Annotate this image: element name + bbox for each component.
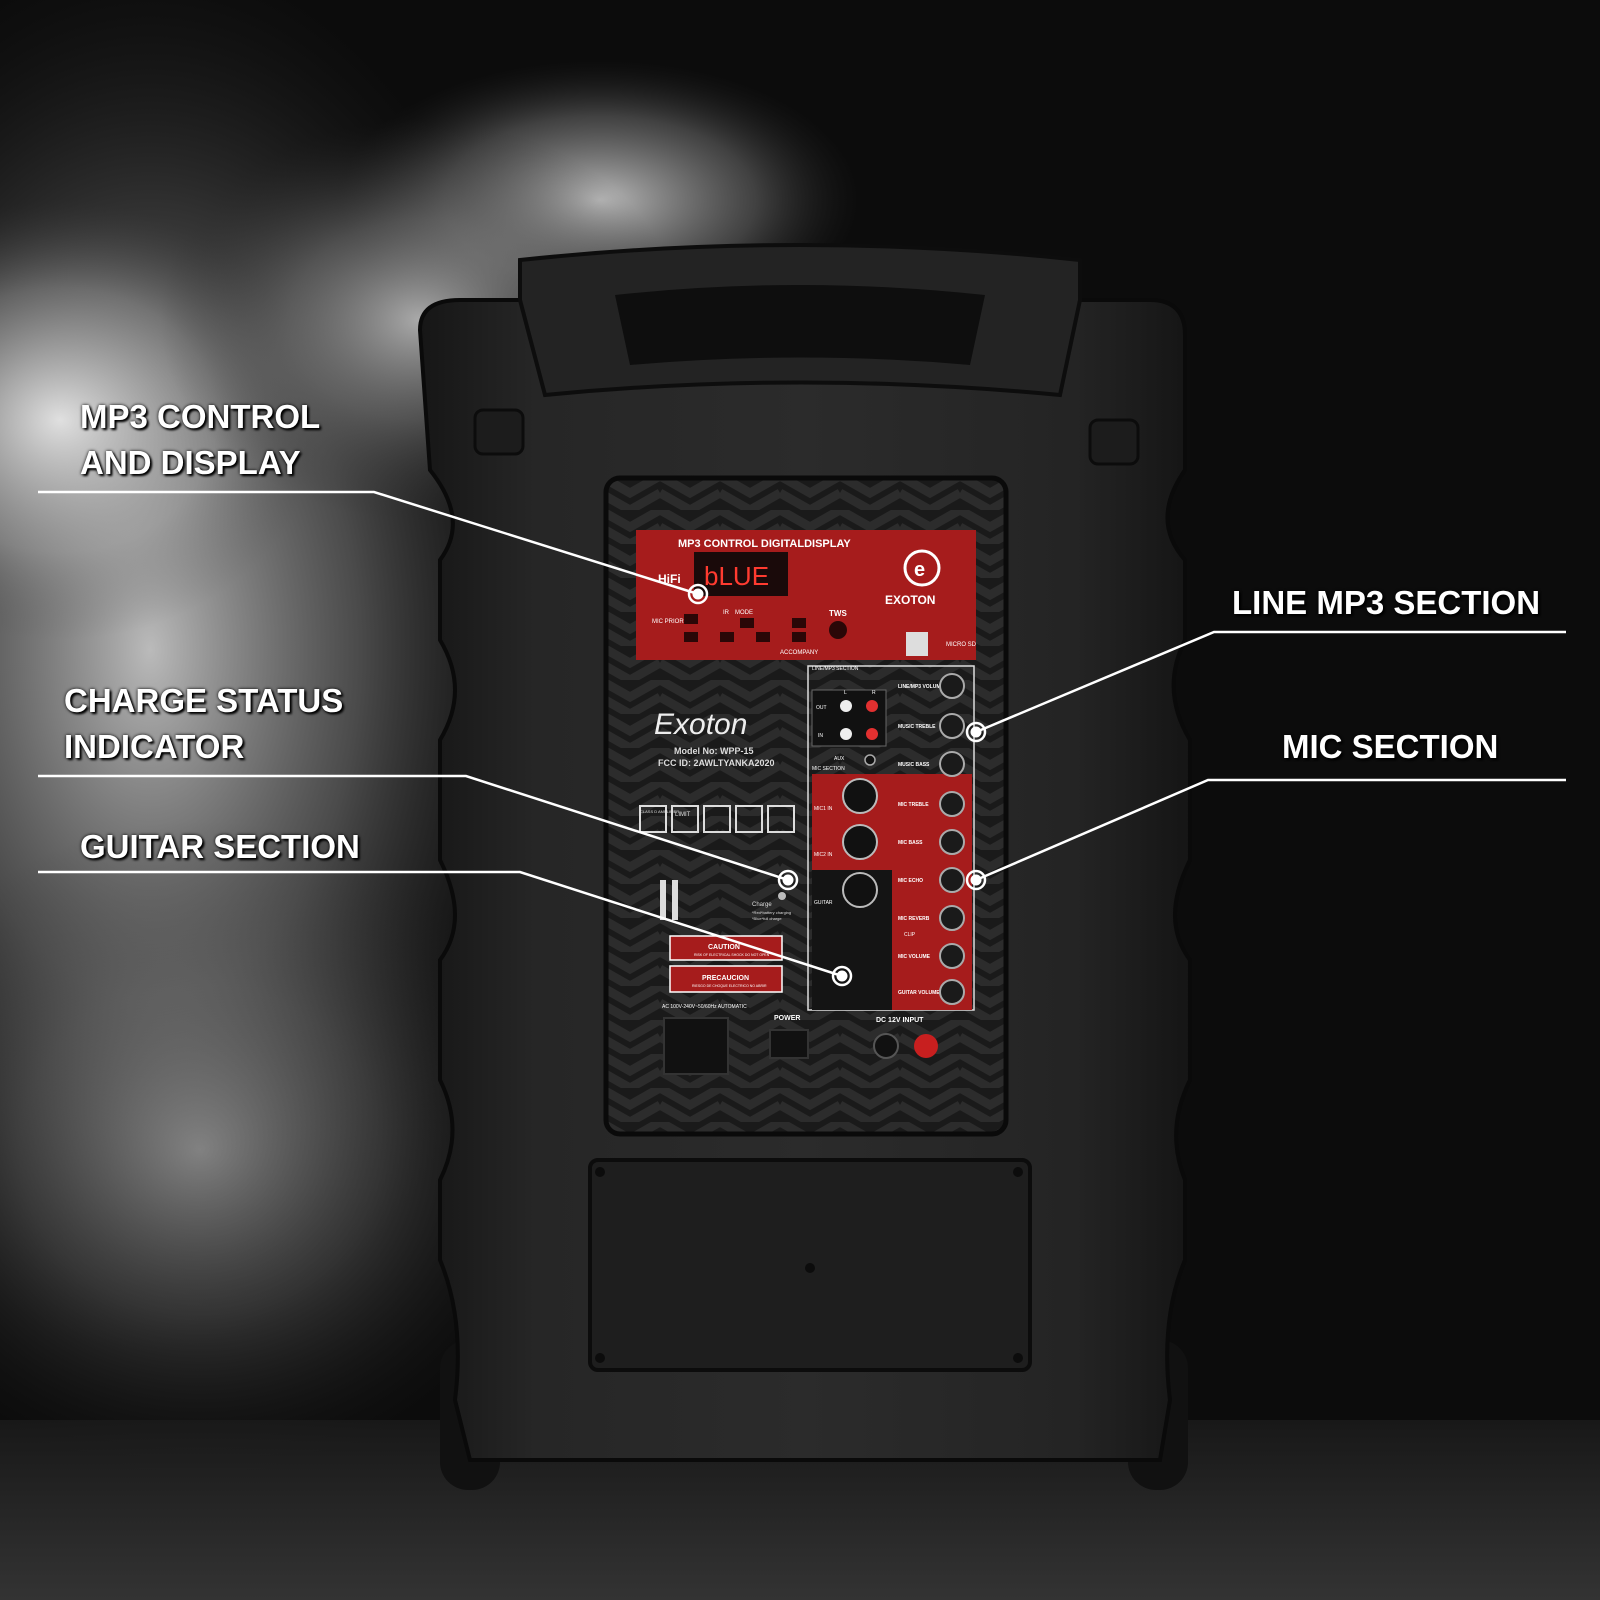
ac-socket[interactable] [663, 1017, 729, 1075]
callout-mic-section: MIC SECTION [1282, 728, 1499, 765]
mode-label: MODE [735, 610, 753, 616]
knob-1[interactable] [939, 713, 965, 739]
mic-section-header: MIC SECTION [812, 766, 845, 772]
knob-label-6: MIC REVERB [898, 916, 930, 922]
exoton-logo-icon [903, 549, 941, 587]
clip-label: CLIP [904, 932, 916, 938]
callout-line-mp3-section: LINE MP3 SECTION [1232, 584, 1541, 621]
dc-black-terminal[interactable] [873, 1033, 899, 1059]
knob-8[interactable] [939, 979, 965, 1005]
rca-in-left[interactable] [840, 728, 852, 740]
brand-badge: EXOTON [885, 593, 935, 607]
mic1-jack[interactable] [842, 778, 878, 814]
tws-label: TWS [829, 609, 847, 618]
svg-text:R: R [872, 690, 876, 696]
charge-note-blue: *Blue*full charge [752, 916, 782, 921]
svg-text:RISK OF ELECTRICAL SHOCK DO NO: RISK OF ELECTRICAL SHOCK DO NOT OPEN [694, 953, 770, 957]
knob-label-3: MIC TREBLE [898, 802, 929, 808]
power-label: POWER [774, 1015, 800, 1022]
rca-out-left[interactable] [840, 700, 852, 712]
knob-2[interactable] [939, 751, 965, 777]
knob-label-1: MUSIC TREBLE [898, 724, 936, 730]
svg-text:PRECAUCION: PRECAUCION [702, 975, 749, 982]
knob-3[interactable] [939, 791, 965, 817]
svg-text:e: e [914, 559, 925, 581]
svg-text:AUX: AUX [834, 756, 845, 762]
knob-5[interactable] [939, 867, 965, 893]
mp3-header-text: MP3 CONTROL DIGITALDISPLAY [678, 538, 851, 550]
svg-text:RIESGO DE CHOQUE ELECTRICO NO: RIESGO DE CHOQUE ELECTRICO NO ABRIR [692, 984, 767, 988]
callout-guitar-section: GUITAR SECTION [80, 828, 360, 865]
knob-labels: LINE/MP3 VOLUME MUSIC TREBLE MUSIC BASS MIC… [898, 684, 945, 996]
callout-mp3-control: MP3 CONTROL AND DISPLAY [80, 398, 321, 481]
svg-text:L: L [844, 690, 847, 696]
svg-text:OUT: OUT [816, 705, 827, 711]
knob-label-8: GUITAR VOLUME [898, 990, 940, 996]
dc-red-terminal[interactable] [914, 1034, 938, 1058]
svg-text:MIC2 IN: MIC2 IN [814, 852, 833, 858]
knob-0[interactable] [939, 673, 965, 699]
brand-script: Exoton [654, 708, 747, 741]
callout-charge-status: CHARGE STATUS INDICATOR [64, 682, 344, 765]
knob-label-0: LINE/MP3 VOLUME [898, 684, 945, 690]
class-d-label: CLASS D AMPLIFIER [640, 809, 679, 814]
svg-text:MIC1 IN: MIC1 IN [814, 806, 833, 812]
aux-jack[interactable] [864, 754, 876, 766]
callout-markers [687, 583, 987, 987]
line-mp3-header: LINE/MP3 SECTION [812, 666, 859, 672]
mp3-button-1[interactable] [684, 614, 698, 624]
mode-button[interactable] [740, 618, 754, 628]
callout-lines [38, 490, 1566, 978]
next-button[interactable] [756, 632, 770, 642]
charge-note-red: *Red*battery charging [752, 910, 791, 915]
mic-priority-label: MIC PRIORITY [652, 619, 693, 625]
wireless-mic-icon [660, 880, 678, 920]
knob-6[interactable] [939, 905, 965, 931]
dc-input-label: DC 12V INPUT [876, 1017, 924, 1024]
ac-input-label: AC 100V-240V~50/60Hz AUTOMATIC [662, 1004, 747, 1010]
micro-sd-label: MICRO SD [946, 642, 977, 648]
caution-label [669, 935, 783, 961]
guitar-jack[interactable] [842, 872, 878, 908]
svg-text:GUITAR: GUITAR [814, 900, 833, 906]
knobs [939, 673, 965, 1005]
charge-led [778, 892, 786, 900]
usb-port-icon [906, 632, 928, 656]
ir-label: IR [723, 610, 730, 616]
svg-text:CAUTION: CAUTION [708, 944, 740, 951]
certification-icons [639, 805, 795, 833]
accompany-button[interactable] [792, 632, 806, 642]
knob-7[interactable] [939, 943, 965, 969]
accompany-label: ACCOMPANY [780, 650, 818, 656]
mp3-button-2[interactable] [684, 632, 698, 642]
limit-label: LIMIT [675, 812, 691, 818]
knob-label-5: MIC ECHO [898, 878, 923, 884]
svg-text:IN: IN [818, 733, 823, 739]
precaucion-label [669, 965, 783, 993]
knob-4[interactable] [939, 829, 965, 855]
mic2-jack[interactable] [842, 824, 878, 860]
rca-out-right[interactable] [866, 700, 878, 712]
knob-label-4: MIC BASS [898, 840, 923, 846]
knob-label-2: MUSIC BASS [898, 762, 930, 768]
display-text: bLUE [704, 561, 769, 591]
charge-label: Charge [752, 902, 772, 908]
fcc-id: FCC ID: 2AWLTYANKA2020 [658, 758, 775, 768]
rca-in-right[interactable] [866, 728, 878, 740]
power-switch[interactable] [769, 1029, 809, 1059]
repeat-button[interactable] [792, 618, 806, 628]
play-pause-button[interactable] [720, 632, 734, 642]
knob-label-7: MIC VOLUME [898, 954, 931, 960]
model-number: Model No: WPP-15 [674, 746, 754, 756]
tws-button[interactable] [829, 621, 847, 639]
